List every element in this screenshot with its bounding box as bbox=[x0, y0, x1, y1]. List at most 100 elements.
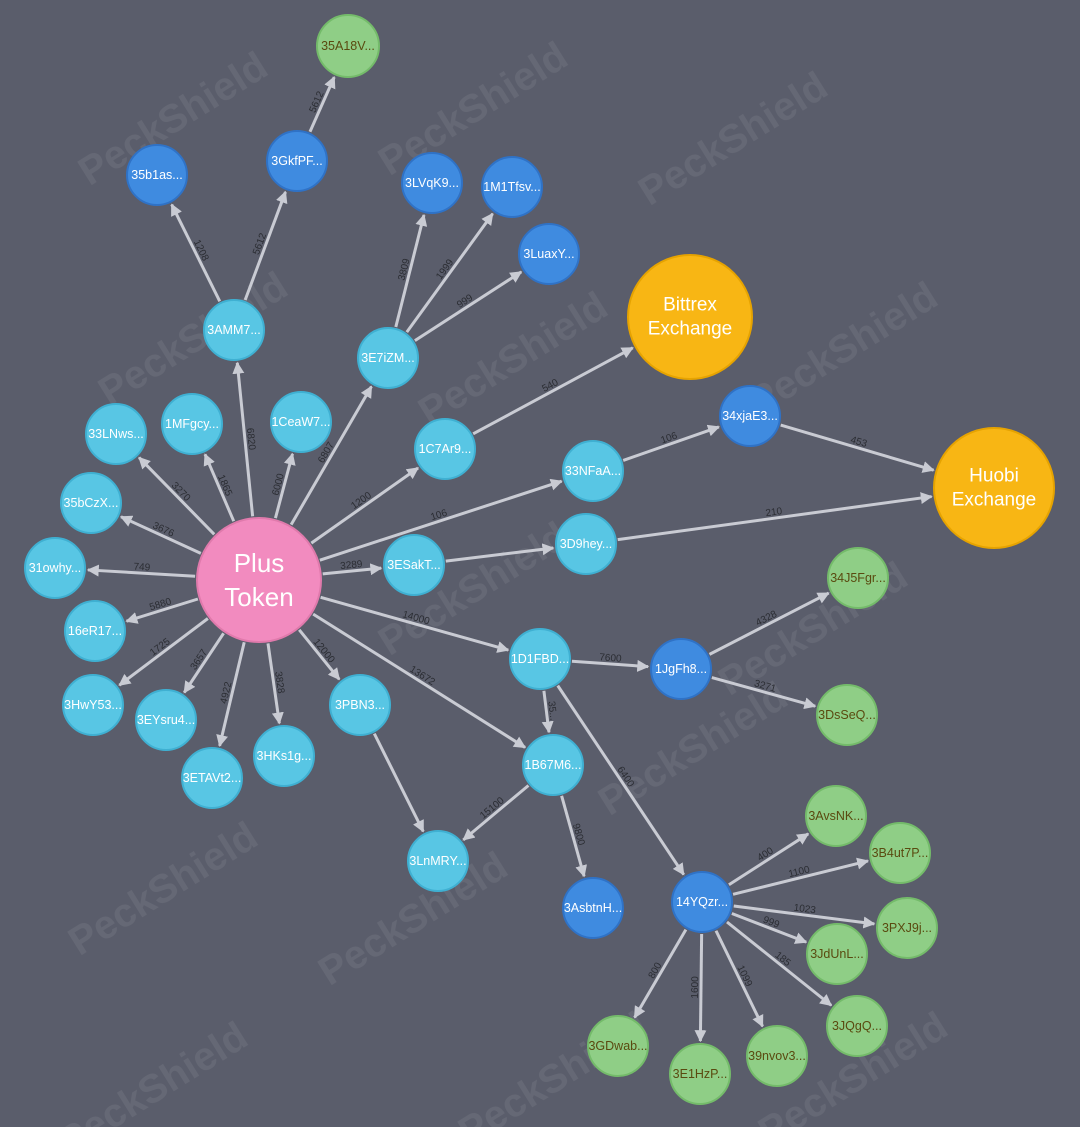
node-35b1as[interactable]: 35b1as... bbox=[126, 144, 188, 206]
edge-arrow bbox=[312, 612, 527, 749]
edge-arrow bbox=[86, 564, 196, 578]
edge-amount-label: 999 bbox=[761, 915, 781, 931]
edge-amount-label: 540 bbox=[540, 377, 560, 395]
node-circle bbox=[414, 418, 476, 480]
node-circle bbox=[64, 600, 126, 662]
node-circle bbox=[135, 689, 197, 751]
node-35bCzX[interactable]: 35bCzX... bbox=[60, 472, 122, 534]
node-3AMM7[interactable]: 3AMM7... bbox=[203, 299, 265, 361]
node-33LNws[interactable]: 33LNws... bbox=[85, 403, 147, 465]
node-circle bbox=[407, 830, 469, 892]
edge-plus-31owhy: 749 bbox=[86, 562, 196, 578]
edge-plus-1CeaW7: 6000 bbox=[270, 452, 296, 519]
node-3JQgQ[interactable]: 3JQgQ... bbox=[826, 995, 888, 1057]
node-circle bbox=[24, 537, 86, 599]
edge-arrow bbox=[560, 795, 587, 878]
node-1D1FBD[interactable]: 1D1FBD... bbox=[509, 628, 571, 690]
node-3EYsru4[interactable]: 3EYsru4... bbox=[135, 689, 197, 751]
edge-arrow bbox=[118, 617, 209, 687]
node-label: 3HKs1g... bbox=[257, 749, 312, 763]
edge-amount-label: 185 bbox=[773, 950, 793, 969]
node-circle bbox=[126, 144, 188, 206]
node-label: 31owhy... bbox=[29, 561, 82, 575]
node-16eR17[interactable]: 16eR17... bbox=[64, 600, 126, 662]
node-label: 35b1as... bbox=[131, 168, 182, 182]
node-label: 3ETAVt2... bbox=[183, 771, 242, 785]
edge-1D1FBD-1B67M6: 35... bbox=[541, 690, 559, 734]
edge-arrow bbox=[320, 595, 510, 653]
node-label: 3AsbtnH... bbox=[564, 901, 622, 915]
node-1CeaW7[interactable]: 1CeaW7... bbox=[270, 391, 332, 453]
edge-arrow bbox=[617, 492, 933, 542]
edge-arrow bbox=[472, 346, 634, 436]
node-3AsbtnH[interactable]: 3AsbtnH... bbox=[562, 877, 624, 939]
node-3HwY53[interactable]: 3HwY53... bbox=[62, 674, 124, 736]
edge-3GkfPF-35A18V: 5612 bbox=[308, 75, 336, 133]
node-3PBN3[interactable]: 3PBN3... bbox=[329, 674, 391, 736]
node-3LVqK9[interactable]: 3LVqK9... bbox=[401, 152, 463, 214]
node-1JgFh8[interactable]: 1JgFh8... bbox=[650, 638, 712, 700]
node-label: 3GkfPF... bbox=[271, 154, 322, 168]
node-1MFgcy[interactable]: 1MFgcy... bbox=[161, 393, 223, 455]
watermark-text: PeckShield bbox=[371, 34, 575, 184]
node-35A18V[interactable]: 35A18V... bbox=[316, 14, 380, 78]
edge-3AMM7-3GkfPF: 5612 bbox=[243, 190, 288, 301]
node-circle bbox=[316, 14, 380, 78]
node-3DsSeQ[interactable]: 3DsSeQ... bbox=[816, 684, 878, 746]
node-label: 35bCzX... bbox=[64, 496, 119, 510]
node-3E7iZM[interactable]: 3E7iZM... bbox=[357, 327, 419, 389]
node-3LuaxY[interactable]: 3LuaxY... bbox=[518, 223, 580, 285]
node-circle bbox=[509, 628, 571, 690]
node-label: 1CeaW7... bbox=[271, 415, 330, 429]
node-3E1HzP[interactable]: 3E1HzP... bbox=[669, 1043, 731, 1105]
node-34xjaE3[interactable]: 34xjaE3... bbox=[719, 385, 781, 447]
node-34J5Fgr[interactable]: 34J5Fgr... bbox=[827, 547, 889, 609]
node-label: 34J5Fgr... bbox=[830, 571, 886, 585]
edge-amount-label: 1023 bbox=[793, 903, 817, 917]
node-1M1Tfsv[interactable]: 1M1Tfsv... bbox=[481, 156, 543, 218]
edge-arrow bbox=[780, 423, 935, 473]
node-3B4ut7P[interactable]: 3B4ut7P... bbox=[869, 822, 931, 884]
node-circle bbox=[161, 393, 223, 455]
node-14YQzr[interactable]: 14YQzr... bbox=[671, 871, 733, 933]
node-31owhy[interactable]: 31owhy... bbox=[24, 537, 86, 599]
node-label: Token bbox=[224, 582, 293, 612]
node-label: 1C7Ar9... bbox=[419, 442, 472, 456]
node-3AvsNK[interactable]: 3AvsNK... bbox=[805, 785, 867, 847]
node-circle bbox=[85, 403, 147, 465]
node-label: Bittrex bbox=[663, 295, 717, 316]
node-label: 3PXJ9j... bbox=[882, 921, 932, 935]
node-3JdUnL[interactable]: 3JdUnL... bbox=[806, 923, 868, 985]
node-3GDwab[interactable]: 3GDwab... bbox=[587, 1015, 649, 1077]
node-39nvov3[interactable]: 39nvov3... bbox=[746, 1025, 808, 1087]
node-label: 3DsSeQ... bbox=[818, 708, 876, 722]
edge-33NFaA-34xjaE3: 106 bbox=[622, 424, 720, 462]
node-1C7Ar9[interactable]: 1C7Ar9... bbox=[414, 418, 476, 480]
node-3ETAVt2[interactable]: 3ETAVt2... bbox=[181, 747, 243, 809]
edge-arrow bbox=[728, 832, 810, 886]
edge-arrow bbox=[289, 385, 373, 526]
node-3LnMRY[interactable]: 3LnMRY... bbox=[407, 830, 469, 892]
node-circle bbox=[270, 391, 332, 453]
node-3ESakT[interactable]: 3ESakT... bbox=[383, 534, 445, 596]
node-label: 3D9hey... bbox=[560, 537, 613, 551]
node-3PXJ9j[interactable]: 3PXJ9j... bbox=[876, 897, 938, 959]
edge-3E7iZM-3LVqK9: 3809 bbox=[394, 213, 428, 328]
node-3D9hey[interactable]: 3D9hey... bbox=[555, 513, 617, 575]
node-3GkfPF[interactable]: 3GkfPF... bbox=[266, 130, 328, 192]
edge-arrow bbox=[622, 424, 720, 462]
edge-amount-label: 749 bbox=[133, 562, 151, 574]
edge-arrow bbox=[445, 543, 555, 563]
node-1B67M6[interactable]: 1B67M6... bbox=[522, 734, 584, 796]
node-label: 1M1Tfsv... bbox=[483, 180, 540, 194]
node-33NFaA[interactable]: 33NFaA... bbox=[562, 440, 624, 502]
edge-amount-label: 3289 bbox=[340, 559, 364, 572]
node-circle bbox=[669, 1043, 731, 1105]
node-circle bbox=[650, 638, 712, 700]
edge-arrow bbox=[633, 928, 688, 1019]
edge-amount-label: 800 bbox=[647, 960, 665, 980]
node-3HKs1g[interactable]: 3HKs1g... bbox=[253, 725, 315, 787]
